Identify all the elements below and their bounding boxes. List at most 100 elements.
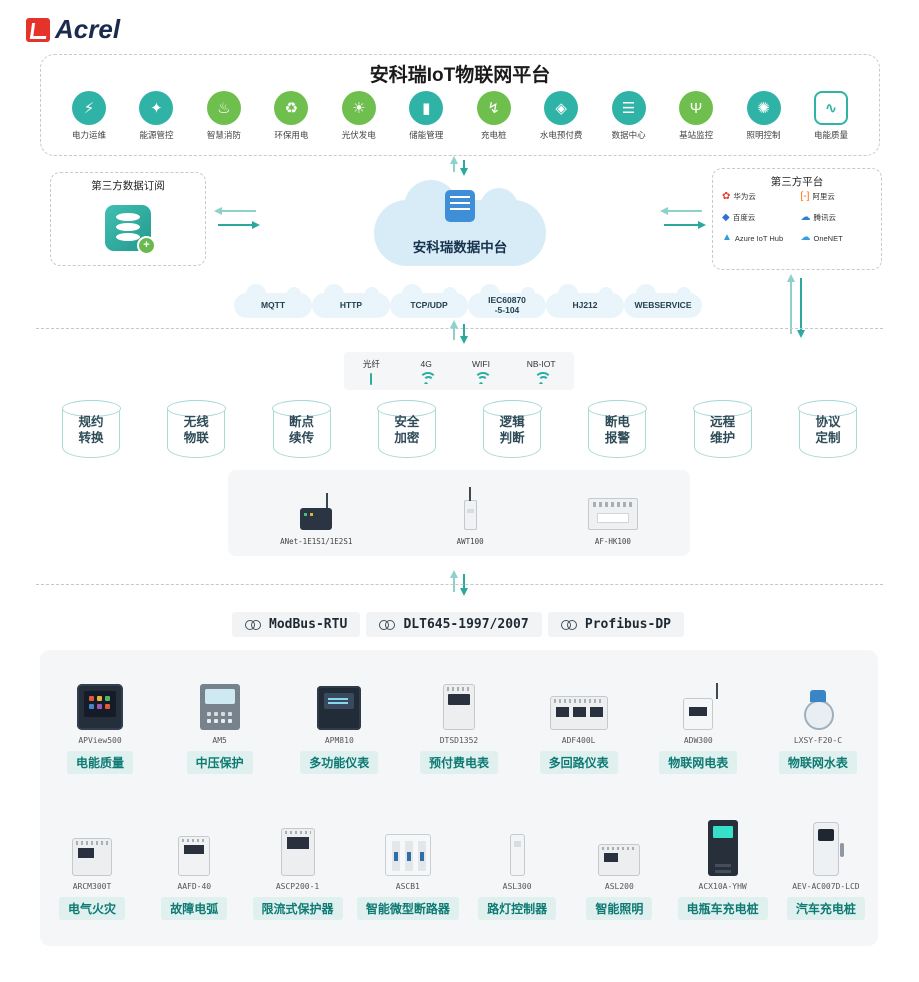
device-category-chip: 多功能仪表: [300, 751, 379, 774]
device-category-chip: 中压保护: [186, 751, 253, 774]
platform-name: OneNET: [813, 233, 843, 243]
app-label: 光伏发电: [341, 130, 376, 140]
device-model: ASCB1: [395, 882, 420, 891]
dashed-separator-bottom: [36, 584, 883, 585]
device-image: [72, 838, 112, 876]
protocol-clouds-row: MQTT HTTP TCP/UDP IEC60870 -5-104 HJ212: [234, 284, 702, 318]
protocol-cloud: HJ212: [546, 284, 624, 318]
network-label: NB-IOT: [526, 358, 556, 369]
device-model: ADF400L: [561, 736, 596, 745]
updown-arrow-top: [448, 152, 470, 180]
app-label: 充电桩: [480, 130, 507, 140]
app-icon: ◈: [544, 91, 579, 125]
network-types-bar: 光纤 4G WIFI NB-IOT: [344, 352, 574, 390]
platform-name: Azure IoT Hub: [734, 233, 784, 243]
bus-protocol-name: ModBus-RTU: [269, 617, 348, 632]
device-category-chip: 电气火灾: [58, 897, 125, 920]
device-category-chip: 路灯控制器: [478, 897, 557, 920]
acrel-logo-icon: [26, 17, 50, 42]
app-icon: ∿: [813, 91, 848, 125]
device-item: ADF400L 多回路仪表: [535, 670, 623, 774]
platform-item: ✿ 华为云: [722, 191, 799, 202]
device-item: DTSD1352 预付费电表: [415, 670, 503, 774]
app-item: ✦ 能源管控: [126, 91, 186, 141]
app-icon: ▮: [409, 91, 444, 125]
device-model: ACX10A-YHW: [698, 882, 747, 891]
device-category-chip: 预付费电表: [419, 751, 498, 774]
device-category-chip: 智能微型断路器: [356, 897, 459, 920]
protocol-name: IEC60870: [488, 294, 526, 305]
bus-protocols-row: ModBus-RTU DLT645-1997/2007 Profibus-DP: [232, 612, 684, 637]
app-glyph: ⚡: [83, 100, 95, 117]
bus-protocol-label: DLT645-1997/2007: [366, 612, 542, 637]
protocol-name-line2: -5-104: [494, 304, 520, 315]
device-model: ASCP200-1: [275, 882, 320, 891]
device-category-chip: 物联网水表: [778, 751, 857, 774]
app-glyph: Ψ: [689, 99, 703, 117]
network-signal-icon: [417, 371, 438, 384]
network-label: 4G: [420, 358, 432, 369]
device-image: [707, 820, 738, 876]
device-model: AM5: [212, 736, 227, 745]
link-icon: [560, 619, 578, 630]
app-icon: ♻: [274, 91, 309, 125]
app-icon: ⚡: [72, 91, 106, 125]
device-image: [683, 683, 719, 730]
platform-logo-icon: ✿: [722, 190, 731, 202]
device-image: [77, 684, 123, 730]
gateway-item: AF-HK100: [587, 486, 638, 546]
network-item: WIFI: [471, 358, 492, 384]
network-item: 4G: [417, 358, 438, 384]
device-model: ASL300: [502, 882, 532, 891]
app-item: ◈ 水电预付费: [531, 91, 591, 141]
feature-cylinder: 远程 维护: [693, 399, 753, 458]
device-item: ASCP200-1 限流式保护器: [252, 816, 343, 920]
app-item: ∿ 电能质量: [801, 91, 861, 141]
protocol-cloud: MQTT: [234, 284, 312, 318]
protocol-name: HJ212: [572, 299, 598, 310]
device-model: AAFD-40: [177, 882, 212, 891]
protocol-name: WEBSERVICE: [634, 299, 692, 310]
device-model: AEV-AC007D-LCD: [792, 882, 860, 891]
feature-cylinder: 规约 转换: [61, 399, 121, 458]
acrel-logo: Acrel: [26, 14, 120, 45]
platform-item: ☁ OneNET: [801, 233, 878, 243]
device-image: [549, 696, 608, 730]
third-party-data-title: 第三方数据订阅: [91, 180, 165, 192]
bus-protocol-label: Profibus-DP: [547, 612, 684, 637]
network-signal-icon: [362, 372, 380, 385]
device-item: ADW300 物联网电表: [654, 670, 742, 774]
gateway-model: AWT100: [456, 537, 484, 546]
third-party-data-box: 第三方数据订阅 +: [50, 172, 206, 266]
feature-cylinder: 协议 定制: [798, 399, 858, 458]
protocol-cloud: WEBSERVICE: [624, 284, 702, 318]
device-model: LXSY-F20-C: [793, 736, 843, 745]
device-model: APM810: [324, 736, 354, 745]
device-item: ASCB1 智能微型断路器: [356, 816, 459, 920]
device-item: APView500 电能质量: [56, 670, 144, 774]
app-icon: ↯: [476, 91, 511, 125]
app-label: 储能管理: [409, 130, 444, 140]
bus-protocol-name: DLT645-1997/2007: [403, 617, 529, 632]
device-model: ARCM300T: [72, 882, 112, 891]
app-icon: ✦: [139, 91, 174, 125]
app-label: 电力运维: [71, 130, 106, 140]
leftright-arrow-left: [210, 206, 264, 230]
protocol-name: TCP/UDP: [410, 299, 448, 310]
device-item: AM5 中压保护: [176, 670, 264, 774]
device-image: [442, 684, 475, 730]
network-label: WIFI: [472, 358, 490, 369]
gateway-item: AWT100: [457, 486, 484, 546]
dashed-separator-top: [36, 328, 883, 329]
device-category-chip: 智能照明: [586, 897, 653, 920]
gateway-model: ANet-1E1S1/1E2S1: [280, 537, 353, 546]
gateway-features-row: 规约 转换 无线 物联 断点 续传 安全 加密 逻辑 判断: [61, 399, 858, 458]
updown-arrow-right-long: [785, 270, 807, 342]
database-add-icon: +: [105, 205, 156, 255]
platform-logo-icon: ☁: [800, 211, 811, 223]
bus-protocol-label: ModBus-RTU: [232, 612, 361, 637]
device-families-panel: APView500 电能质量 AM5 中压保护 APM810 多功能仪表: [40, 650, 878, 946]
device-item: ASL200 智能照明: [575, 816, 663, 920]
app-label: 智慧消防: [206, 130, 241, 140]
protocol-cloud: TCP/UDP: [390, 284, 468, 318]
